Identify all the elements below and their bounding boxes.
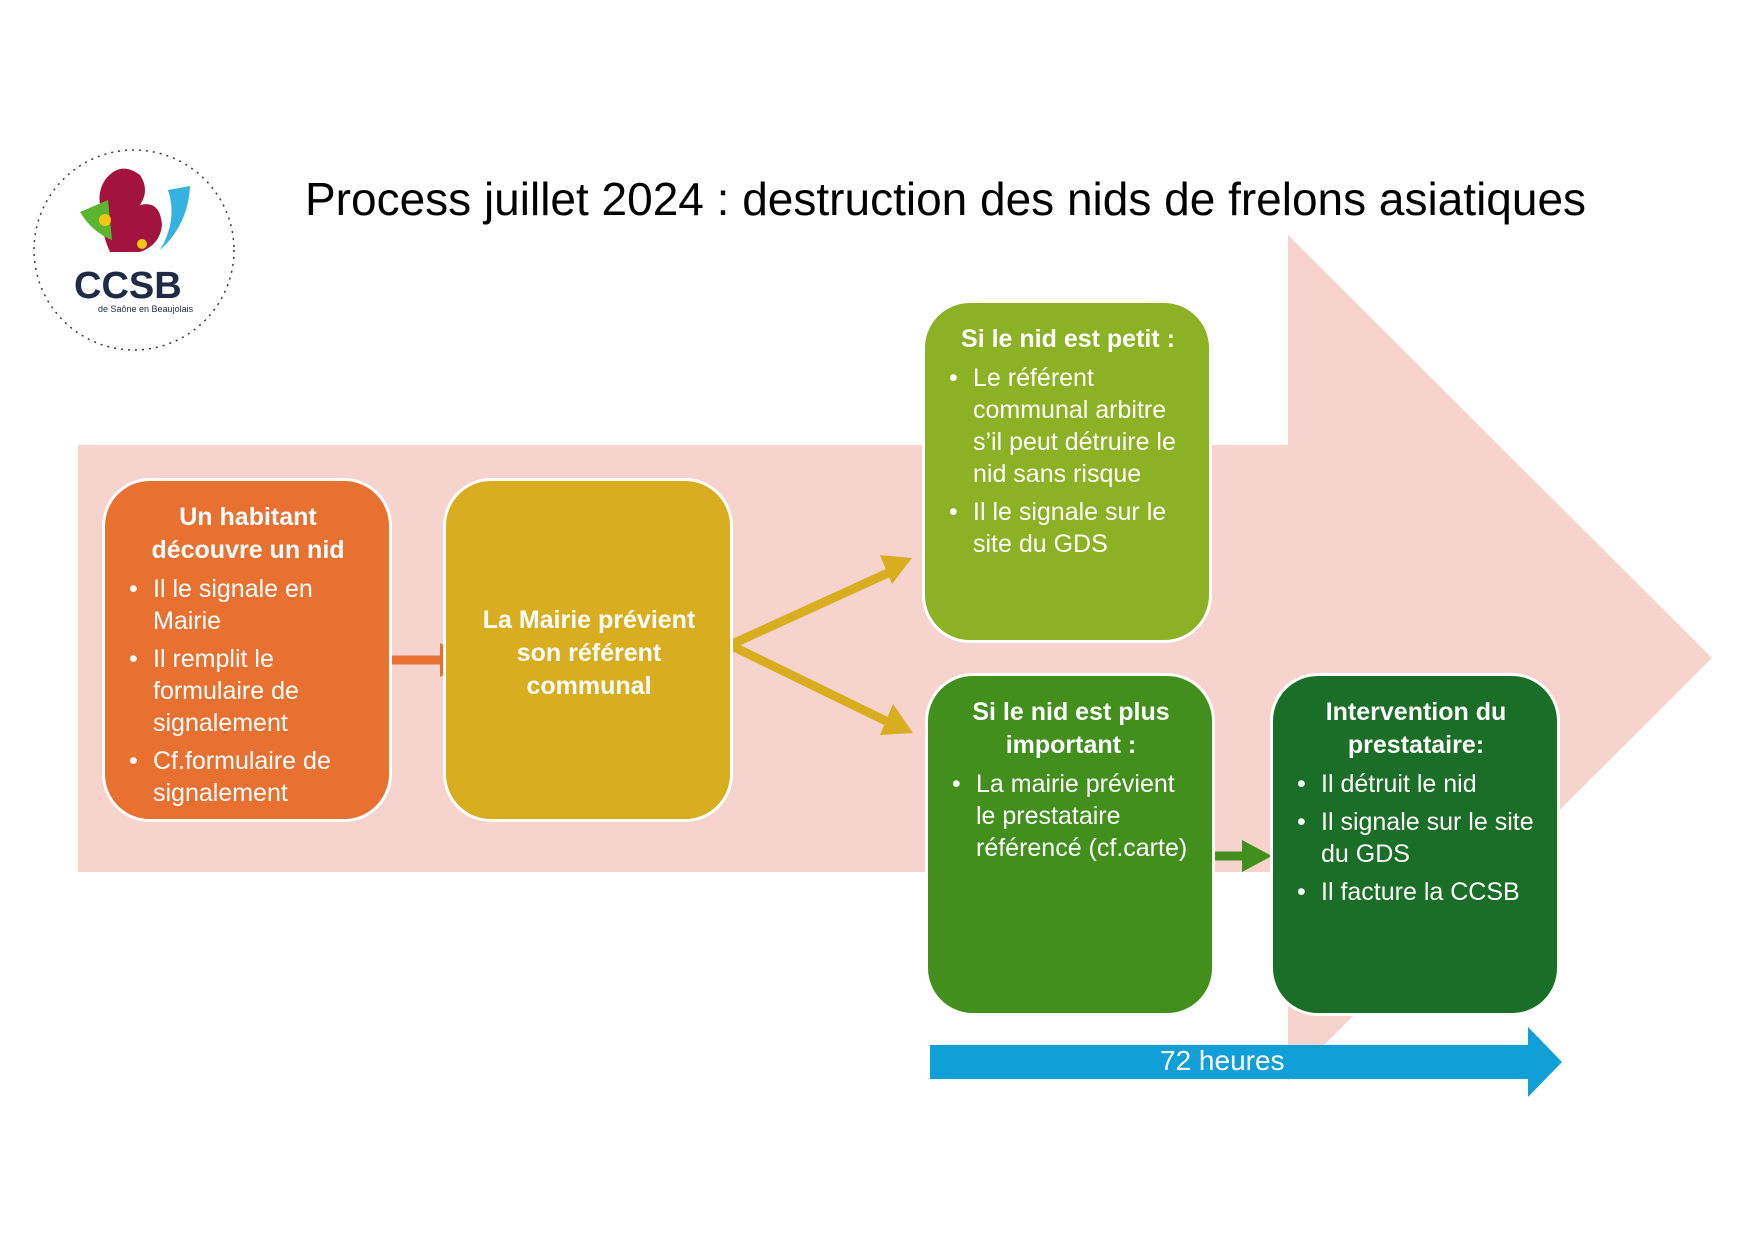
logo-red-shape [99,168,162,252]
arrow-mairie-to-important [728,640,913,735]
step-intervention-title: Intervention du prestataire: [1325,698,1507,759]
step-important-title: Si le nid est plus important : [972,698,1170,759]
list-item: Le référent communal arbitre s’il peut d… [949,362,1189,490]
logo-acronym: CCSB [74,265,182,307]
step-intervention-list: Il détruit le nid Il signale sur le site… [1295,768,1537,908]
step-habitant-box: Un habitant découvre un nid Il le signal… [102,478,392,822]
logo-blue-shape [160,186,190,250]
arrow-mairie-to-petit [728,555,912,650]
step-habitant-list: Il le signale en Mairie Il remplit le fo… [127,573,369,809]
logo-yellow-dot-2 [137,239,147,249]
list-item: Il remplit le formulaire de signalement [129,643,369,739]
duration-arrow [930,1027,1562,1097]
step-petit-box: Si le nid est petit : Le référent commun… [922,300,1212,643]
arrow-important-to-intervention [1212,840,1272,872]
list-item: Il le signale en Mairie [129,573,369,637]
list-item: Il facture la CCSB [1297,876,1537,908]
step-petit-list: Le référent communal arbitre s’il peut d… [947,362,1189,560]
step-mairie-box: La Mairie prévient son référent communal [443,478,733,822]
duration-label: 72 heures [1160,1045,1285,1076]
ccsb-logo: CCSB de Saône en Beaujolais [33,149,235,351]
step-intervention-box: Intervention du prestataire: Il détruit … [1270,673,1560,1016]
list-item: Cf.formulaire de signalement [129,745,369,809]
list-item: Il signale sur le site du GDS [1297,806,1537,870]
list-item: La mairie prévient le prestataire référe… [952,768,1192,864]
step-mairie-title: La Mairie prévient son référent communal [482,605,696,700]
step-important-list: La mairie prévient le prestataire référe… [950,768,1192,864]
step-habitant-title: Un habitant découvre un nid [151,503,345,564]
page-title: Process juillet 2024 : destruction des n… [305,173,1587,225]
logo-yellow-dot [99,214,111,226]
list-item: Il le signale sur le site du GDS [949,496,1189,560]
step-important-box: Si le nid est plus important : La mairie… [925,673,1215,1016]
logo-green-shape [80,200,112,240]
step-petit-title: Si le nid est petit : [961,325,1175,353]
list-item: Il détruit le nid [1297,768,1537,800]
logo-subtitle: de Saône en Beaujolais [98,304,194,314]
